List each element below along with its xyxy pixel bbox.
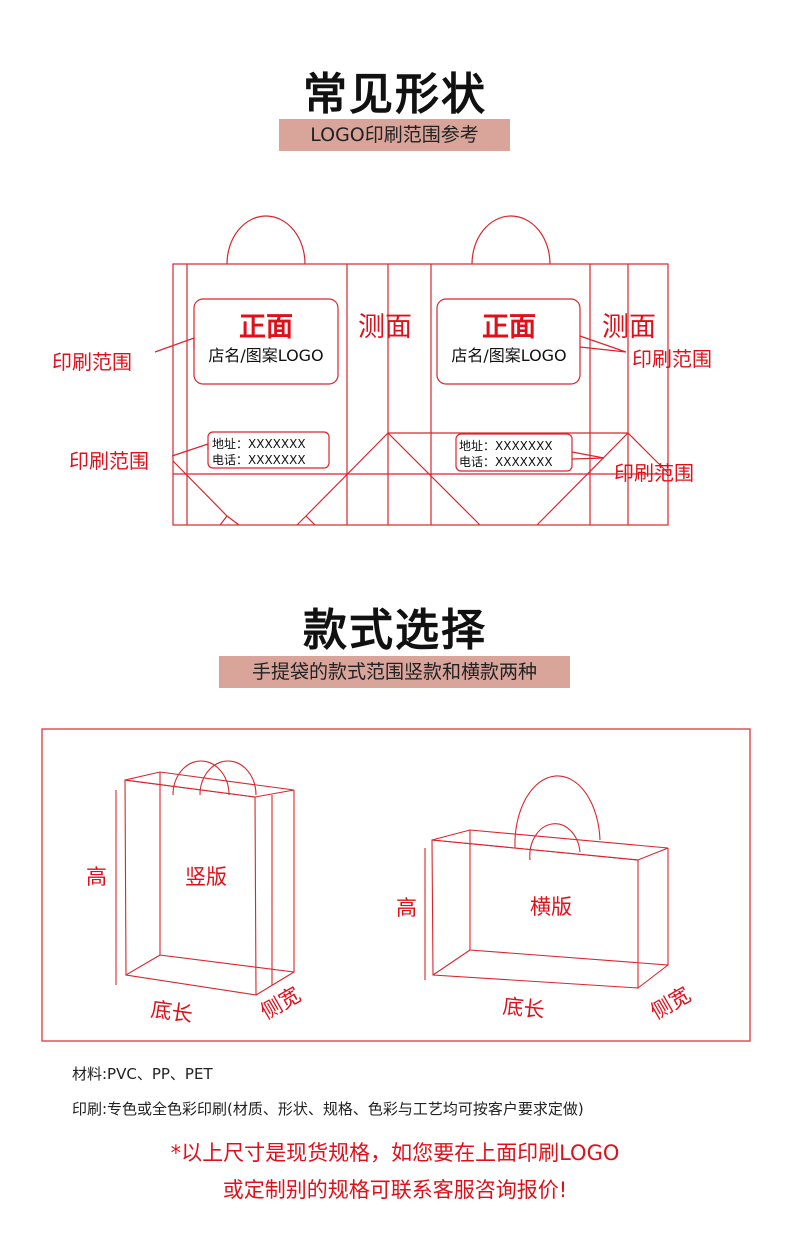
logo-text-left: 店名/图案LOGO	[208, 346, 323, 365]
horizontal-width-label: 侧宽	[647, 983, 695, 1025]
phone-left: 电话：XXXXXXX	[212, 453, 306, 467]
logo-text-right: 店名/图案LOGO	[451, 346, 566, 365]
address-right: 地址：XXXXXXX	[459, 439, 553, 453]
vertical-length-label: 底长	[149, 997, 194, 1027]
print-area-label-4: 印刷范围	[614, 461, 694, 485]
section-title-styles: 款式选择	[303, 605, 487, 656]
print-area-label-2: 印刷范围	[632, 347, 712, 371]
section-subtitle-styles: 手提袋的款式范围竖款和横款两种	[219, 656, 570, 688]
handle-left	[226, 215, 306, 265]
side-label-right: 测面	[602, 312, 656, 343]
horizontal-style-label: 横版	[530, 895, 572, 919]
side-label-left: 测面	[358, 312, 412, 343]
notice-line-2: 或定制别的规格可联系客服咨询报价!	[222, 1178, 568, 1202]
address-left: 地址：XXXXXXX	[212, 437, 306, 451]
section-subtitle-logo-range: LOGO印刷范围参考	[279, 119, 510, 151]
handle-right	[471, 215, 551, 265]
bag-unfolded-diagram	[154, 215, 669, 526]
horizontal-bag-diagram	[424, 775, 669, 989]
horizontal-length-label: 底长	[501, 994, 545, 1022]
vertical-style-label: 竖版	[185, 865, 227, 889]
material-spec: 材料:PVC、PP、PET	[72, 1065, 213, 1083]
front-label-left: 正面	[239, 312, 293, 343]
section-title-shapes: 常见形状	[303, 69, 487, 120]
horizontal-height-label: 高	[396, 896, 417, 920]
vertical-bag-diagram	[115, 760, 295, 996]
printing-spec: 印刷:专色或全色彩印刷(材质、形状、规格、色彩与工艺均可按客户要求定做)	[72, 1100, 584, 1118]
print-area-label-3: 印刷范围	[69, 449, 149, 473]
styles-frame	[41, 728, 751, 1042]
notice-line-1: *以上尺寸是现货规格，如您要在上面印刷LOGO	[170, 1141, 620, 1165]
vertical-height-label: 高	[86, 865, 107, 889]
phone-right: 电话：XXXXXXX	[459, 455, 553, 469]
front-label-right: 正面	[482, 312, 536, 343]
front-print-box-right	[436, 298, 581, 385]
vertical-width-label: 侧宽	[257, 983, 305, 1025]
print-area-label-1: 印刷范围	[52, 350, 132, 374]
